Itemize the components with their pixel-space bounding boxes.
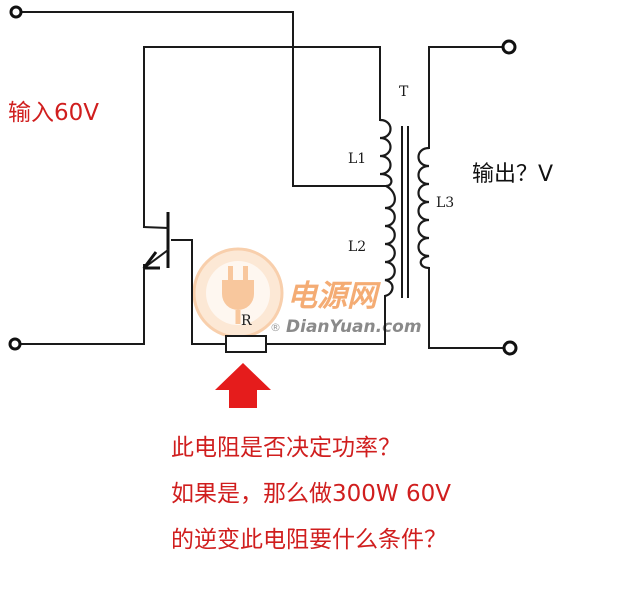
watermark-url: DianYuan.com bbox=[286, 317, 422, 337]
resistor-r bbox=[225, 335, 267, 353]
coil-l1 bbox=[379, 118, 393, 188]
output-voltage-label: 输出？V bbox=[472, 162, 553, 187]
coil-l3 bbox=[417, 146, 430, 270]
coil-l2-label: L2 bbox=[348, 239, 366, 255]
watermark-cn: 电源网 bbox=[287, 279, 381, 314]
transistor-symbol bbox=[142, 212, 170, 270]
output-terminal-top[interactable] bbox=[501, 39, 517, 55]
transformer-label: T bbox=[399, 84, 409, 100]
question-line-2: 如果是，那么做300W 60V bbox=[171, 481, 451, 507]
input-voltage-label: 输入60V bbox=[8, 100, 99, 126]
input-terminal-bottom[interactable] bbox=[8, 337, 22, 351]
output-terminal-bottom[interactable] bbox=[502, 340, 518, 356]
question-line-3: 的逆变此电阻要什么条件？ bbox=[171, 527, 447, 553]
wires bbox=[19, 11, 509, 349]
input-terminal-top[interactable] bbox=[9, 5, 23, 19]
resistor-label: R bbox=[241, 313, 252, 329]
arrow-up-icon bbox=[215, 363, 271, 408]
watermark-logo bbox=[192, 247, 284, 339]
coil-l3-label: L3 bbox=[436, 195, 454, 211]
coil-l2 bbox=[384, 185, 396, 298]
question-line-1: 此电阻是否决定功率？ bbox=[171, 435, 401, 461]
watermark-registered-mark: ® bbox=[270, 321, 281, 334]
coil-l1-label: L1 bbox=[348, 151, 366, 167]
